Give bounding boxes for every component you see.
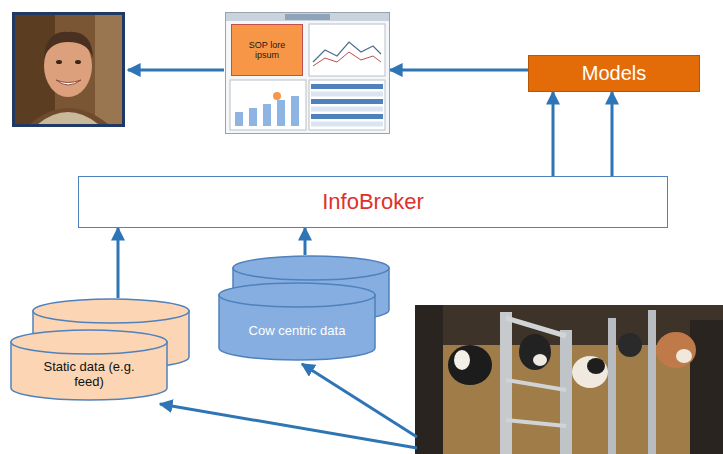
node-label: Models [582, 62, 646, 85]
cow-datastore: Cow centric data [218, 255, 390, 362]
calves-photo [415, 305, 723, 454]
static-datastore: Static data (e.g. feed) [10, 298, 190, 402]
node-label: SOP lore ipsum [242, 40, 292, 61]
data-flow-arrow [117, 228, 120, 298]
broker-box: InfoBroker [78, 176, 668, 228]
model-box: Models [528, 55, 700, 92]
data-flow-arrow [552, 92, 555, 176]
farmer-photo [12, 12, 125, 127]
node-label: InfoBroker [322, 189, 424, 214]
capture-arrow [160, 404, 417, 448]
dashboard-screen: SOP lore ipsum [225, 12, 390, 134]
node-label: Static data (e.g. feed) [34, 360, 144, 390]
data-flow-arrow [611, 92, 614, 176]
data-flow-arrow [304, 228, 307, 255]
data-flow-arrow [390, 69, 528, 72]
node-label: Cow centric data [249, 324, 346, 339]
capture-arrow [302, 364, 417, 437]
sop-panel: SOP lore ipsum [231, 24, 303, 76]
cylinder-shape [218, 255, 390, 362]
cylinder-label-area: Static data (e.g. feed) [11, 354, 167, 396]
view-arrow [128, 69, 224, 72]
cylinder-label-area: Cow centric data [219, 307, 375, 356]
